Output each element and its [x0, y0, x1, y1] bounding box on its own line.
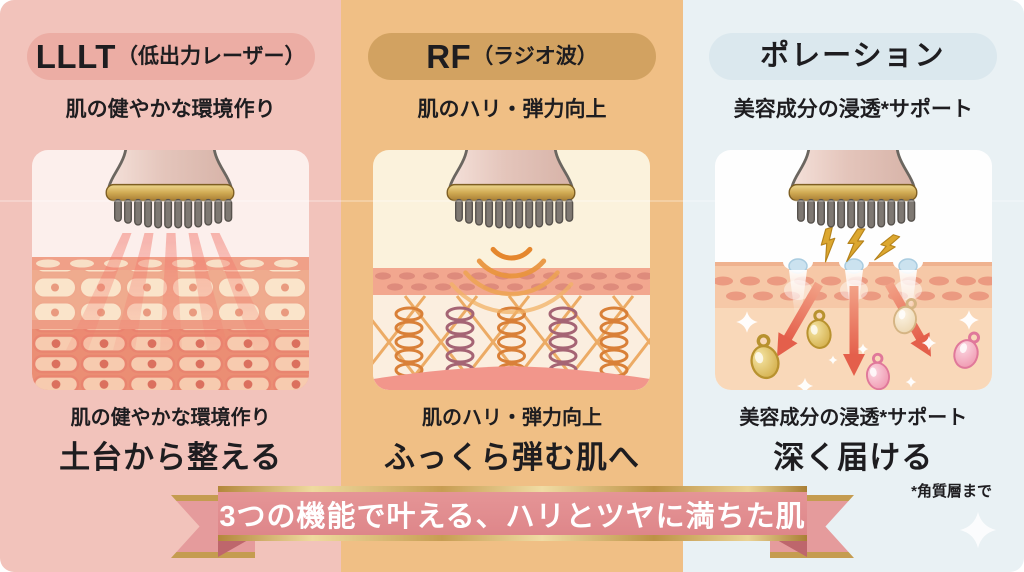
serum-capsule-icon	[750, 298, 980, 390]
column-lllt: LLLT （低出力レーザー） 肌の健やかな環境作り	[0, 0, 342, 572]
lllt-subtitle: 肌の健やかな環境作り	[65, 98, 276, 121]
rf-title: RF	[426, 38, 472, 75]
footnote: *角質層まで	[911, 483, 992, 500]
poration-headline: 深く届ける	[773, 440, 934, 475]
column-poration: ポレーション 美容成分の浸透*サポート	[682, 0, 1024, 572]
rf-caption: 肌のハリ・弾力向上	[421, 407, 602, 429]
poration-subtitle: 美容成分の浸透*サポート	[733, 98, 973, 121]
poration-title: ポレーション	[760, 40, 946, 72]
lllt-title-pill: LLLT （低出力レーザー）	[26, 33, 315, 80]
lllt-title-note: （低出力レーザー）	[116, 45, 306, 68]
device-head-icon	[787, 150, 918, 230]
device-head-icon	[446, 150, 577, 230]
rf-title-pill: RF （ラジオ波）	[367, 33, 656, 80]
lllt-caption: 肌の健やかな環境作り	[70, 407, 271, 429]
rf-waves-icon	[450, 246, 574, 315]
lllt-title: LLLT	[35, 38, 116, 75]
poration-caption: 美容成分の浸透*サポート	[739, 407, 968, 429]
skin-layers-icon	[373, 268, 651, 390]
lllt-skin-illustration	[32, 150, 310, 390]
rf-subtitle: 肌のハリ・弾力向上	[417, 98, 607, 121]
poration-illustration-card	[714, 150, 992, 390]
lightning-bolt-icon	[820, 226, 901, 263]
rf-skin-illustration	[373, 150, 651, 390]
lllt-illustration-card	[32, 150, 310, 390]
rf-title-note: （ラジオ波）	[472, 45, 598, 68]
poration-title-pill: ポレーション	[709, 33, 998, 80]
sparkle-icon	[960, 512, 996, 548]
column-rf: RF （ラジオ波） 肌のハリ・弾力向上	[341, 0, 683, 572]
device-head-icon	[105, 150, 236, 230]
collagen-coil-icon	[394, 306, 629, 378]
lllt-headline: 土台から整える	[59, 440, 283, 475]
poration-skin-illustration	[714, 150, 992, 390]
rf-illustration-card	[373, 150, 651, 390]
rf-headline: ふっくら弾む肌へ	[383, 440, 640, 475]
laser-beams-icon	[66, 233, 277, 350]
